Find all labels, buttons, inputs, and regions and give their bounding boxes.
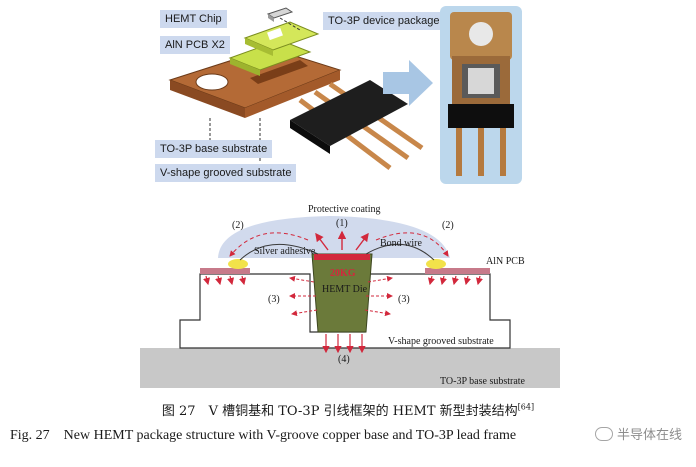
callout-to3p-package: TO-3P device package [323, 12, 445, 30]
v-groove [250, 60, 308, 84]
label-protective-coating: Protective coating [308, 204, 380, 215]
bond-wire-right [365, 243, 435, 261]
label-to3p-base: TO-3P base substrate [440, 376, 526, 387]
device-photo [440, 6, 522, 184]
aln-pcb-left [200, 268, 250, 274]
marker-1: (1) [336, 218, 348, 229]
heat-arrows-lateral [289, 275, 393, 317]
exploded-package-drawing [168, 7, 424, 170]
to3p-base-slab [140, 348, 560, 388]
hemt-chip [266, 7, 294, 19]
protective-coating [218, 216, 450, 258]
callout-v-groove: V-shape grooved substrate [155, 164, 297, 182]
heat-arrow-up [355, 232, 369, 251]
marker-4: (4) [338, 354, 350, 365]
marker-3-right: (3) [398, 294, 410, 305]
callout-to3p-base: TO-3P base substrate [155, 140, 273, 158]
cross-section-drawing: Protective coating Silver adhesive Bond … [140, 204, 560, 388]
callout-aln-pcb: AlN PCB X2 [160, 36, 230, 54]
label-heat: 20KG [330, 268, 356, 279]
marker-3-left: (3) [268, 294, 280, 305]
wechat-icon [594, 427, 613, 441]
aln-pcb-right [425, 268, 490, 274]
package-body [290, 80, 408, 146]
bond-pad-left [228, 259, 248, 269]
heat-arrow-up [315, 232, 329, 251]
silver-adhesive-layer [314, 254, 370, 260]
callout-hemt-chip: HEMT Chip [160, 10, 227, 28]
label-v-groove: V-shape grooved substrate [388, 336, 494, 347]
arrow-to-photo [383, 58, 435, 113]
marker-2-right: (2) [442, 220, 454, 231]
label-bond-wire: Bond wire [380, 238, 423, 249]
heat-path-right [375, 232, 449, 257]
caption-english: Fig. 27 New HEMT package structure with … [10, 428, 517, 443]
heat-path-left [229, 232, 309, 257]
label-aln-pcb: AlN PCB [486, 256, 525, 267]
watermark: 半导体在线 [594, 424, 682, 443]
label-hemt-die: HEMT Die [322, 284, 368, 295]
mounting-hole [195, 73, 229, 91]
label-silver-adhesive: Silver adhesive [254, 246, 316, 257]
bond-wire-left [239, 243, 319, 261]
cross-section-figure: Protective coating Silver adhesive Bond … [140, 198, 560, 390]
caption-chinese-text: 图 27 V 槽铜基和 TO-3P 引线框架的 HEMT 新型封装结构 [161, 404, 518, 419]
watermark-text: 半导体在线 [616, 428, 682, 443]
marker-2-left: (2) [232, 220, 244, 231]
heat-arrows-pcb [203, 275, 483, 286]
caption-chinese: 图 27 V 槽铜基和 TO-3P 引线框架的 HEMT 新型封装结构[64] [0, 400, 696, 419]
caption-reference: [64] [517, 402, 535, 412]
exploded-package-figure [150, 0, 430, 185]
bond-pad-right [426, 259, 446, 269]
heat-arrows-down [322, 334, 366, 354]
